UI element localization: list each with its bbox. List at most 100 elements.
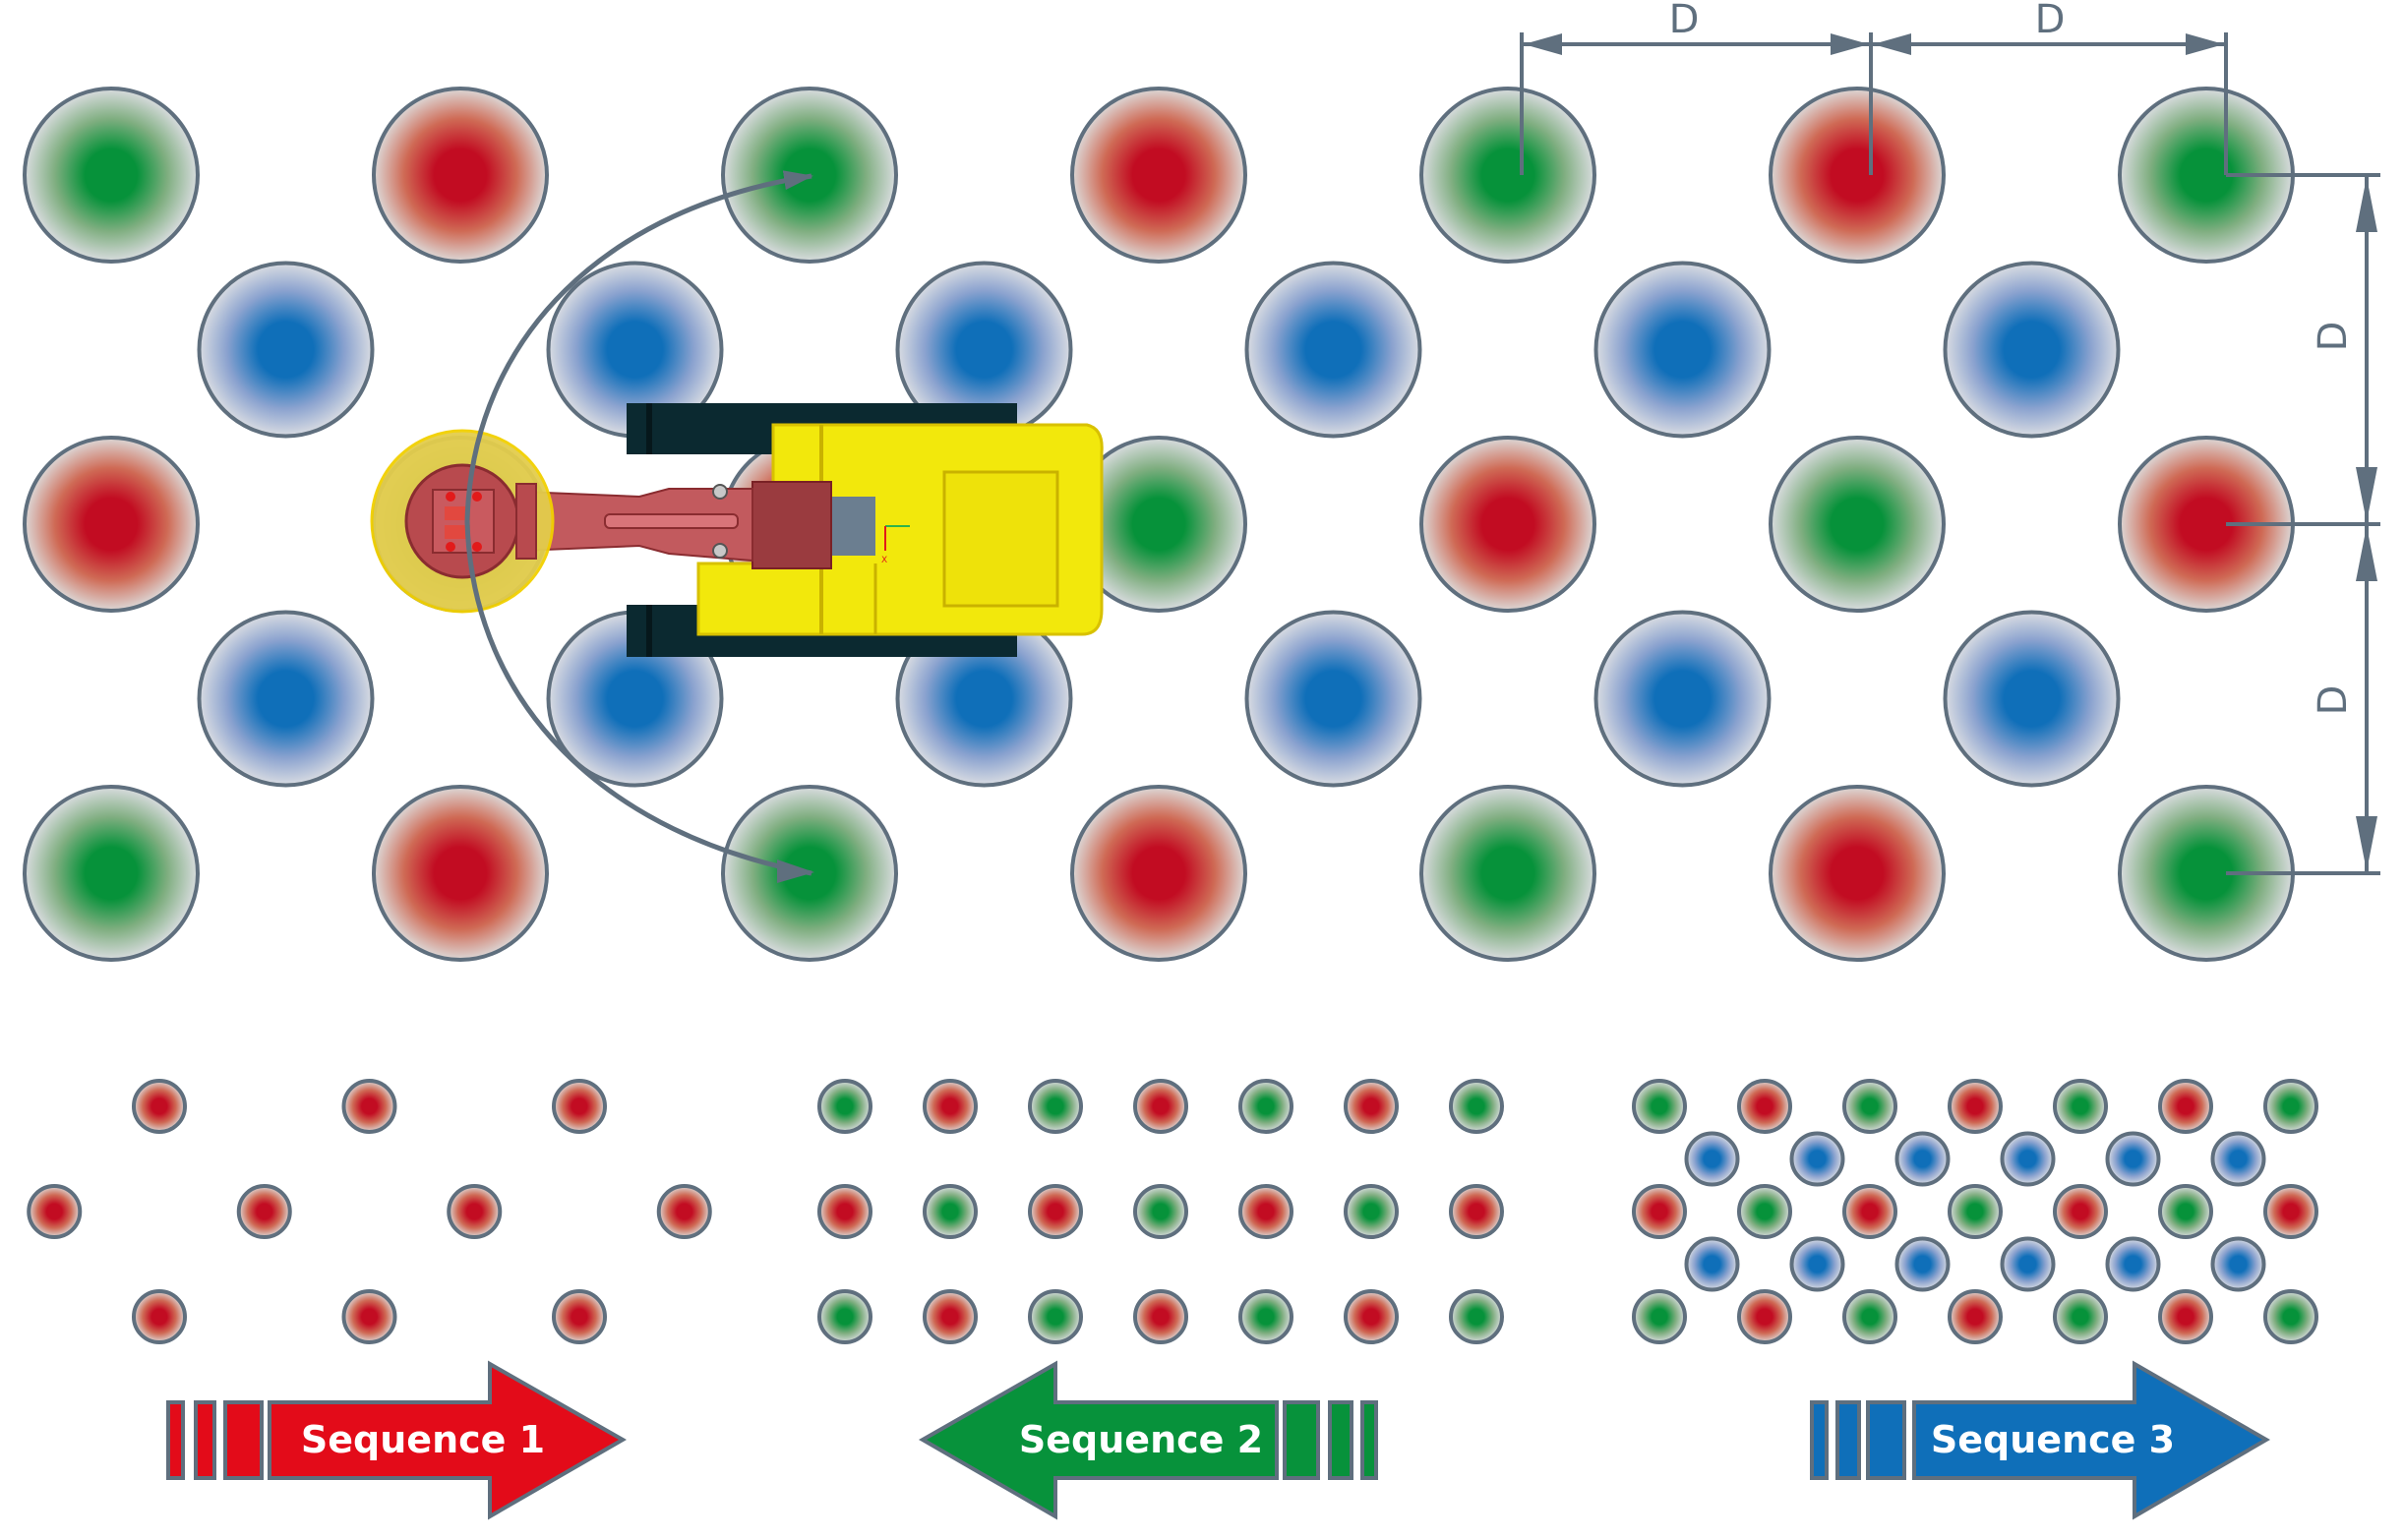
dim-arrowhead-icon [2356, 177, 2377, 232]
small-hole-green [2263, 1289, 2318, 1344]
sequence-1-right-arrow-icon [268, 1360, 628, 1520]
boom-pin [712, 543, 728, 559]
hole-green [23, 785, 200, 962]
cab-window [831, 497, 875, 556]
main-hole-grid [23, 87, 2295, 962]
small-hole-red [552, 1079, 607, 1134]
axis-x-label: X [881, 556, 887, 565]
small-hole-red [1238, 1184, 1293, 1239]
small-hole-blue [2000, 1131, 2056, 1187]
dim-arrowhead-icon [2186, 33, 2224, 55]
small-hole-red [341, 1289, 397, 1344]
swing-arc-arrow [464, 170, 813, 876]
hole-green [23, 87, 200, 264]
small-hole-red [1133, 1079, 1188, 1134]
dim-label-vertical: D [2311, 685, 2356, 716]
sequence-stripe [223, 1400, 264, 1480]
sequence-3: Sequence 3 [1632, 1079, 2318, 1520]
small-hole-blue [2210, 1236, 2266, 1292]
small-hole-red [1344, 1079, 1399, 1134]
small-hole-green [1948, 1184, 2003, 1239]
small-hole-red [1028, 1184, 1083, 1239]
small-hole-red [1344, 1289, 1399, 1344]
dim-arrowhead-icon [2356, 816, 2377, 871]
hole-red [372, 785, 549, 962]
small-hole-blue [2210, 1131, 2266, 1187]
small-hole-red [1948, 1289, 2003, 1344]
small-hole-green [1632, 1079, 1687, 1134]
sequence-stripe [1360, 1400, 1378, 1480]
attachment-frame [432, 489, 495, 554]
hole-blue [1593, 610, 1772, 788]
small-hole-blue [1894, 1236, 1951, 1292]
hole-blue [197, 610, 375, 788]
hydraulic-cylinder [604, 513, 739, 529]
small-hole-blue [1894, 1131, 1951, 1187]
attachment-bolt [446, 542, 455, 552]
small-hole-red [2158, 1079, 2213, 1134]
small-hole-green [1842, 1079, 1897, 1134]
small-hole-red [1737, 1289, 1792, 1344]
dim-arrowhead-icon [2356, 526, 2377, 581]
small-hole-red [27, 1184, 83, 1239]
small-hole-green [2053, 1289, 2108, 1344]
sequence-stripe [1283, 1400, 1320, 1480]
dim-arrowhead-icon [1831, 33, 1869, 55]
sequence-label: Sequence 1 [301, 1418, 545, 1461]
small-hole-green [817, 1079, 872, 1134]
sequence-stripe [1866, 1400, 1906, 1480]
hole-red [23, 436, 200, 613]
sequence-1: Sequence 1 [27, 1079, 712, 1520]
sequence-stripe [166, 1400, 185, 1480]
small-hole-green [1449, 1079, 1504, 1134]
small-hole-blue [2000, 1236, 2056, 1292]
dimension-annotations: D D D D [1520, 0, 2380, 875]
small-hole-red [923, 1079, 978, 1134]
small-hole-red [1737, 1079, 1792, 1134]
sequence-stripe [1328, 1400, 1353, 1480]
small-hole-green [1842, 1289, 1897, 1344]
small-hole-blue [2105, 1131, 2161, 1187]
boom-pin [712, 484, 728, 500]
small-hole-blue [1789, 1236, 1845, 1292]
body-panel [942, 470, 1059, 608]
small-hole-green [1449, 1289, 1504, 1344]
small-hole-red [1632, 1184, 1687, 1239]
dim-arrowhead-icon [1873, 33, 1911, 55]
small-hole-blue [1684, 1131, 1740, 1187]
hole-red [1769, 87, 1946, 264]
small-hole-red [1842, 1184, 1897, 1239]
hole-red [1070, 87, 1247, 264]
hole-blue [1244, 610, 1422, 788]
small-hole-red [341, 1079, 397, 1134]
small-hole-red [1948, 1079, 2003, 1134]
small-hole-green [2053, 1079, 2108, 1134]
hole-green [1419, 785, 1596, 962]
small-hole-red [1449, 1184, 1504, 1239]
dim-arrowhead-icon [1524, 33, 1562, 55]
swing-arc-bottom-arrowhead-icon [777, 859, 814, 883]
small-hole-red [1133, 1289, 1188, 1344]
small-hole-green [1344, 1184, 1399, 1239]
hole-blue [1943, 261, 2121, 439]
small-hole-red [2263, 1184, 2318, 1239]
attachment-bolt [472, 542, 482, 552]
small-hole-blue [1684, 1236, 1740, 1292]
dim-label-vertical: D [2311, 322, 2356, 352]
small-hole-green [2263, 1079, 2318, 1134]
small-hole-green [817, 1289, 872, 1344]
sequence-2-left-arrow-icon [918, 1360, 1279, 1520]
small-hole-green [1238, 1289, 1293, 1344]
excavator-top-view: X [370, 403, 1104, 657]
small-hole-green [1632, 1289, 1687, 1344]
small-hole-red [552, 1289, 607, 1344]
small-hole-green [1133, 1184, 1188, 1239]
hole-red [1769, 785, 1946, 962]
small-hole-red [2158, 1289, 2213, 1344]
small-hole-red [132, 1079, 187, 1134]
boom-base [751, 481, 832, 569]
hole-red [372, 87, 549, 264]
hole-red [1419, 436, 1596, 613]
